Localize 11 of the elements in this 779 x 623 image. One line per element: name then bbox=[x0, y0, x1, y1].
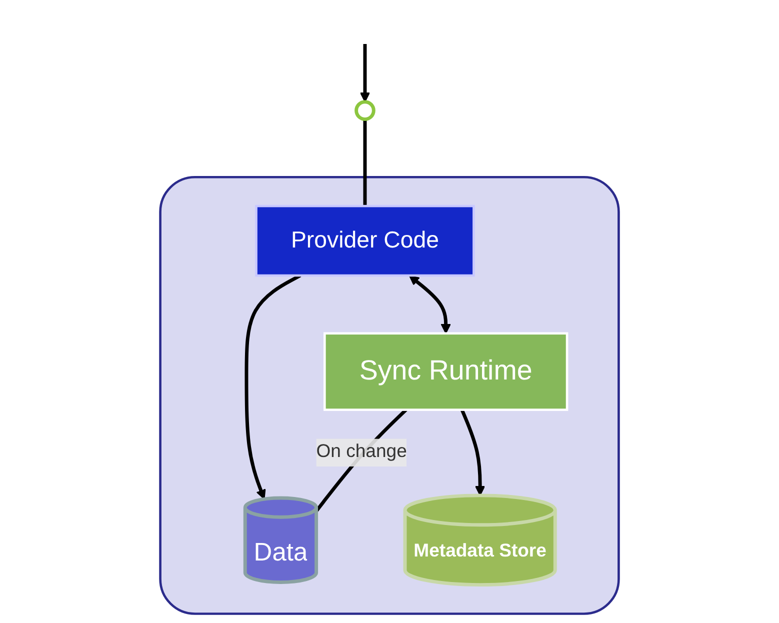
node-box: Sync Runtime bbox=[323, 332, 568, 411]
node-box: Provider Code bbox=[255, 204, 475, 277]
arrow bbox=[408, 275, 451, 334]
cluster bbox=[159, 176, 620, 615]
arrow bbox=[360, 44, 370, 102]
arrow bbox=[460, 409, 486, 496]
connector bbox=[314, 408, 408, 512]
arrow bbox=[244, 274, 302, 500]
node-circle bbox=[354, 100, 376, 121]
connector bbox=[363, 119, 367, 206]
edge-label: On change bbox=[316, 442, 407, 462]
